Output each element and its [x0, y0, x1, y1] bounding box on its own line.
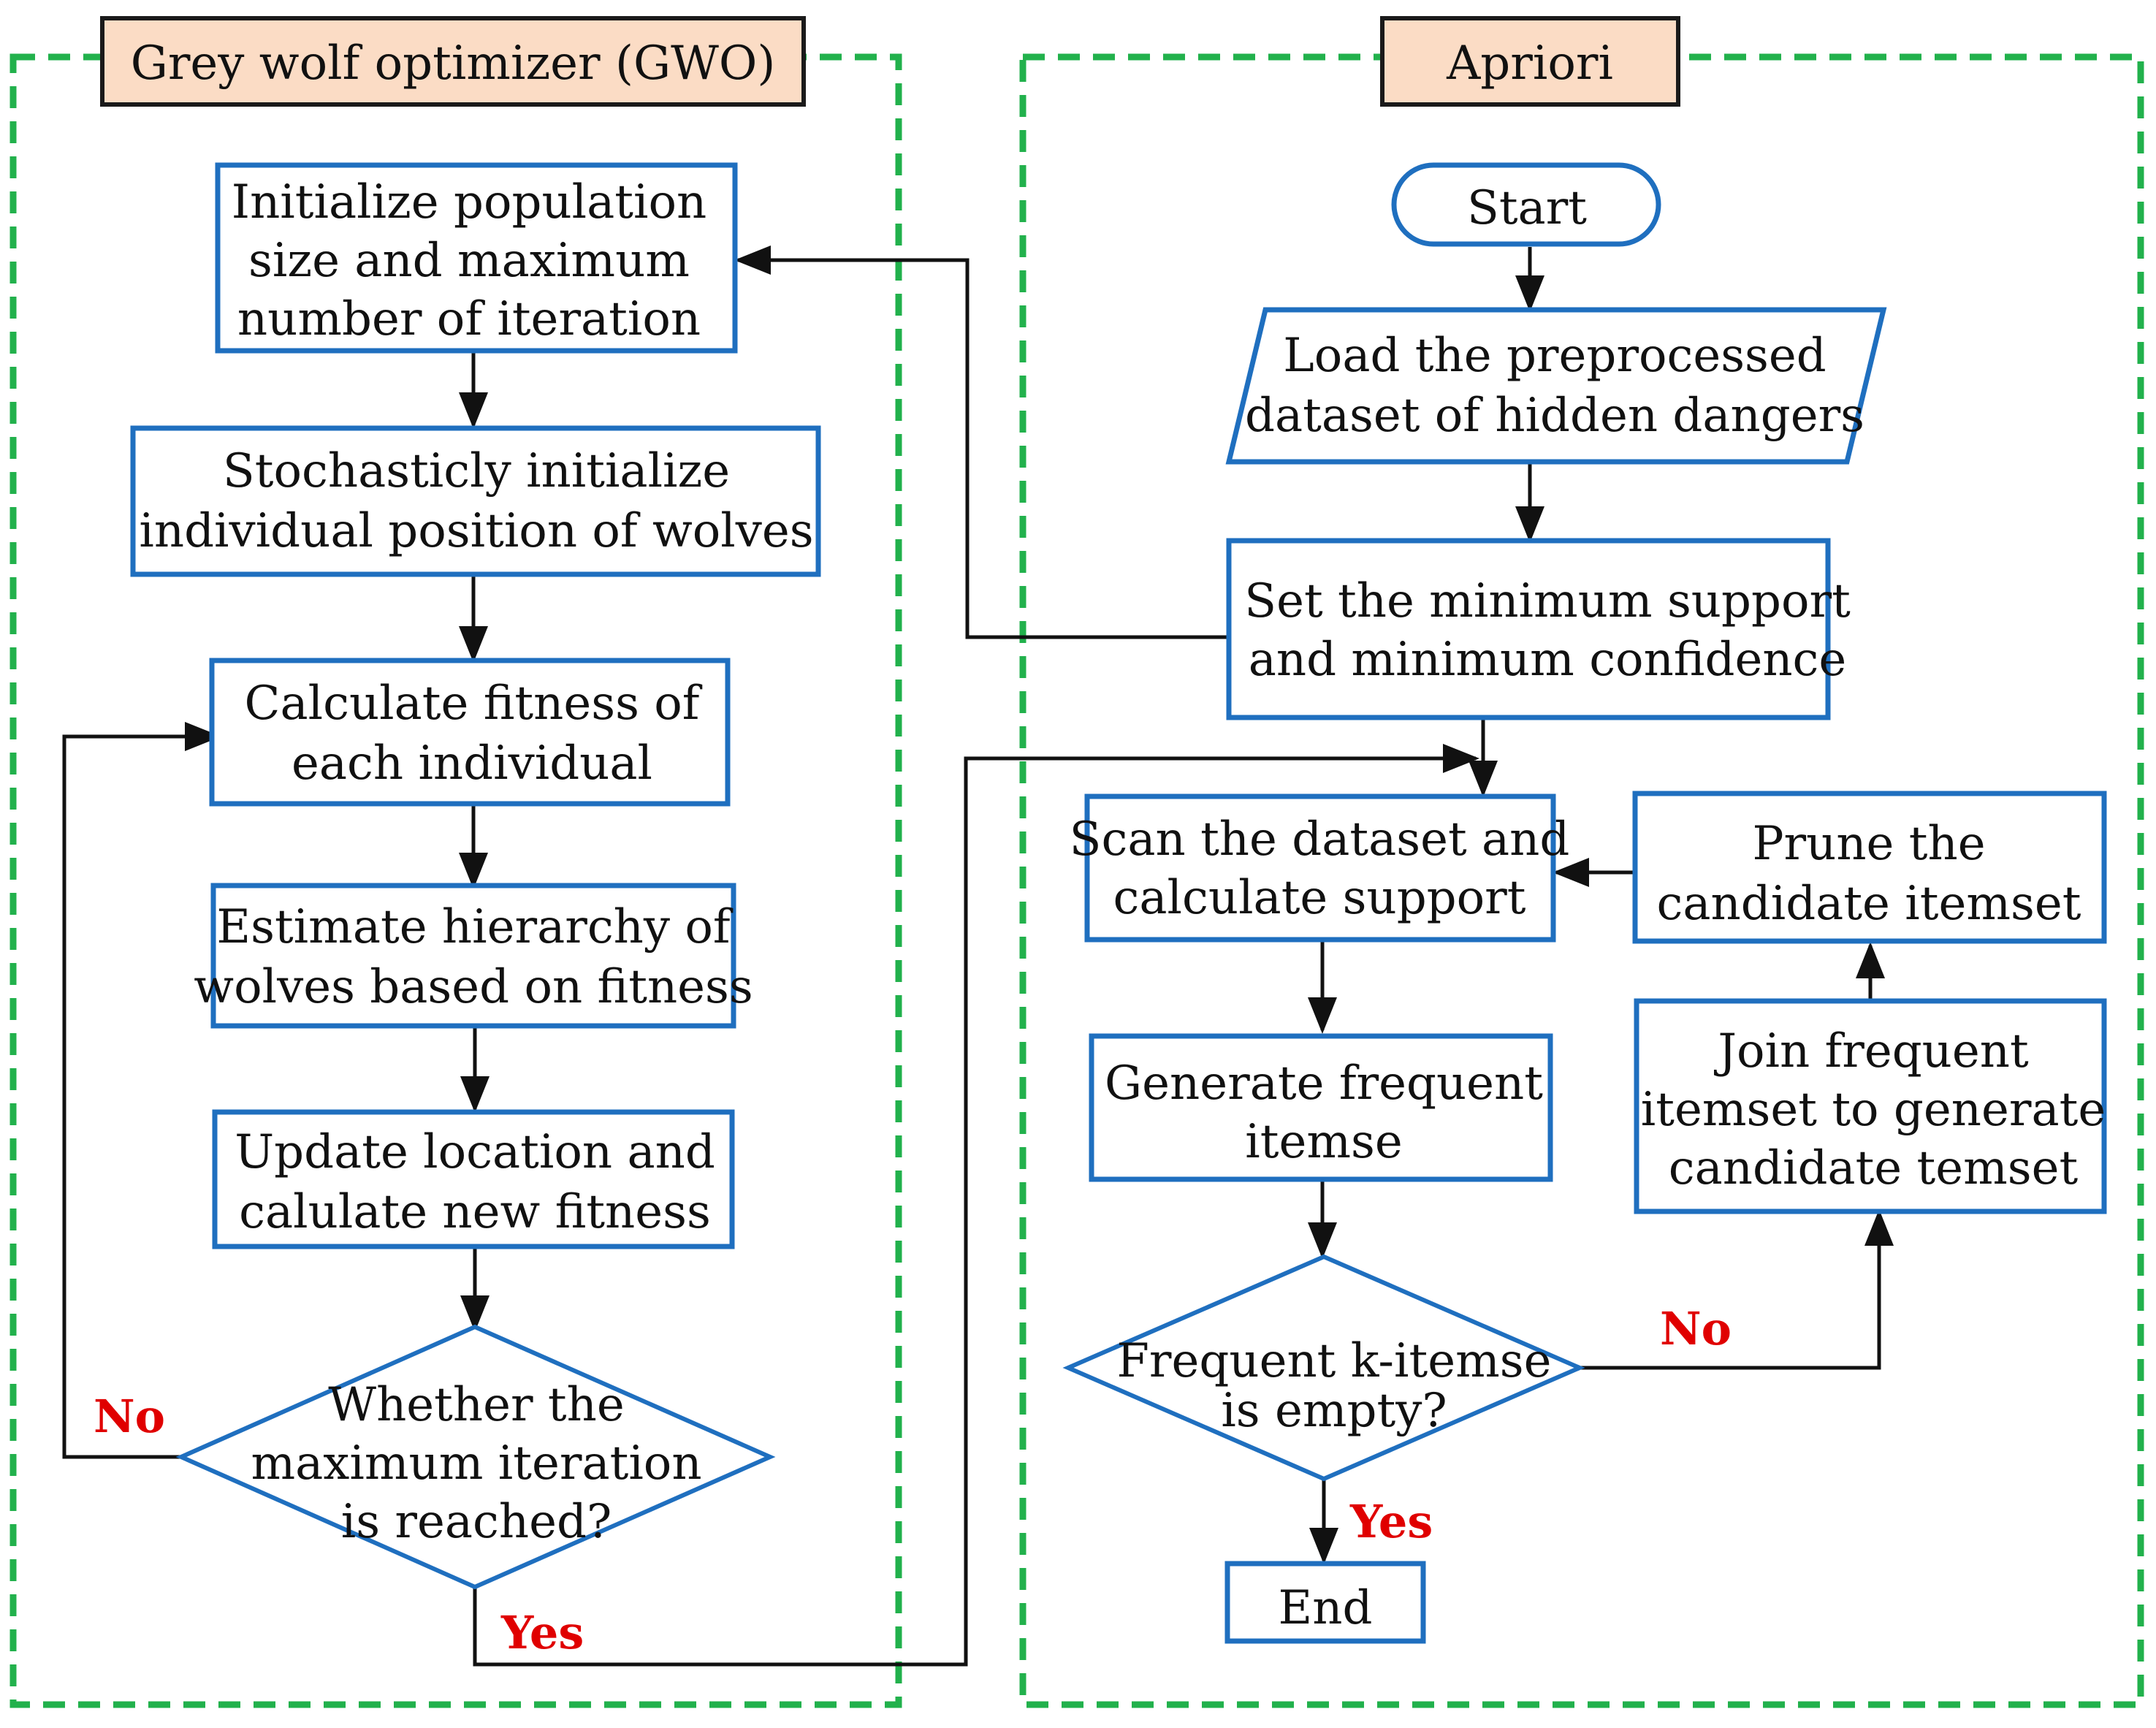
svg-text:maximum iteration: maximum iteration	[251, 1436, 701, 1491]
svg-text:candidate temset: candidate temset	[1669, 1141, 2079, 1195]
apriori-group-border	[1019, 53, 2144, 1708]
svg-text:wolves based on fitness: wolves based on fitness	[194, 960, 753, 1014]
svg-text:Join frequent: Join frequent	[1713, 1024, 2029, 1078]
svg-text:Prune the: Prune the	[1752, 817, 1985, 871]
svg-text:Generate frequent: Generate frequent	[1105, 1057, 1543, 1111]
svg-text:Load the preprocessed: Load the preprocessed	[1283, 329, 1826, 383]
gwo-title: Grey wolf optimizer (GWO)	[100, 16, 806, 107]
apriori-load-dataset-node: Load the preprocessed dataset of hidden …	[1225, 307, 1887, 465]
svg-text:individual position of wolves: individual position of wolves	[139, 504, 813, 558]
arrow-decision-no-to-join	[1580, 1209, 1894, 1370]
svg-text:is reached?: is reached?	[341, 1495, 612, 1549]
apriori-start-node: Start	[1391, 162, 1661, 247]
svg-text:number of iteration: number of iteration	[237, 292, 701, 346]
arrow-gwo-yes-to-apriori	[473, 744, 1479, 1667]
gwo-yes-label: Yes	[500, 1606, 584, 1659]
arrow-setmin-to-gwo-init	[734, 246, 1229, 639]
apriori-title: Apriori	[1380, 16, 1680, 107]
svg-text:calculate support: calculate support	[1113, 871, 1526, 925]
apriori-scan-dataset-node: Scan the dataset and calculate support	[1070, 793, 1570, 943]
apriori-empty-decision: Frequent k-itemse is empty?	[1062, 1254, 1585, 1482]
svg-text:Scan the dataset and: Scan the dataset and	[1070, 812, 1570, 867]
gwo-max-iteration-decision: Whether the maximum iteration is reached…	[175, 1324, 776, 1590]
svg-text:Stochasticly initialize: Stochasticly initialize	[223, 444, 730, 498]
svg-text:Start: Start	[1467, 181, 1587, 235]
gwo-no-label: No	[94, 1390, 165, 1443]
apriori-yes-label: Yes	[1349, 1495, 1433, 1548]
svg-text:Grey wolf optimizer (GWO): Grey wolf optimizer (GWO)	[131, 37, 776, 91]
svg-text:Whether the: Whether the	[328, 1378, 624, 1432]
svg-text:dataset of hidden dangers: dataset of hidden dangers	[1245, 389, 1864, 443]
svg-text:Initialize population: Initialize population	[232, 175, 706, 229]
apriori-set-minimum-node: Set the minimum support and minimum conf…	[1226, 538, 1851, 720]
svg-text:and minimum confidence: and minimum confidence	[1249, 633, 1847, 687]
svg-text:Apriori: Apriori	[1446, 37, 1613, 91]
gwo-initialize-node: Initialize population size and maximum n…	[215, 162, 738, 354]
svg-text:each individual: each individual	[292, 737, 652, 791]
svg-text:End: End	[1279, 1581, 1373, 1635]
svg-text:Frequent k-itemse: Frequent k-itemse	[1117, 1334, 1552, 1388]
apriori-prune-node: Prune the candidate itemset	[1632, 791, 2107, 944]
apriori-join-frequent-node: Join frequent itemset to generate candid…	[1634, 998, 2107, 1214]
apriori-generate-frequent-node: Generate frequent itemse	[1089, 1033, 1553, 1182]
gwo-update-location-node: Update location and calulate new fitness	[212, 1109, 735, 1249]
arrow-gwo-no-loop	[62, 722, 221, 1459]
apriori-end-node: End	[1224, 1561, 1426, 1644]
gwo-stochastic-init-node: Stochasticly initialize individual posit…	[130, 425, 821, 577]
svg-text:Estimate hierarchy of: Estimate hierarchy of	[216, 900, 734, 954]
svg-text:size and maximum: size and maximum	[248, 234, 690, 288]
svg-text:Calculate fitness of: Calculate fitness of	[245, 677, 703, 731]
gwo-hierarchy-node: Estimate hierarchy of wolves based on fi…	[194, 883, 753, 1029]
svg-text:calulate new fitness: calulate new fitness	[239, 1185, 711, 1239]
svg-text:Update location and: Update location and	[235, 1125, 715, 1179]
apriori-no-label: No	[1660, 1302, 1732, 1355]
gwo-calculate-fitness-node: Calculate fitness of each individual	[209, 658, 731, 807]
svg-text:candidate itemset: candidate itemset	[1657, 877, 2081, 931]
svg-text:is empty?: is empty?	[1221, 1384, 1447, 1438]
svg-text:itemset to generate: itemset to generate	[1641, 1083, 2106, 1137]
svg-text:Set the minimum support: Set the minimum support	[1244, 574, 1851, 628]
svg-text:itemse: itemse	[1245, 1115, 1402, 1169]
